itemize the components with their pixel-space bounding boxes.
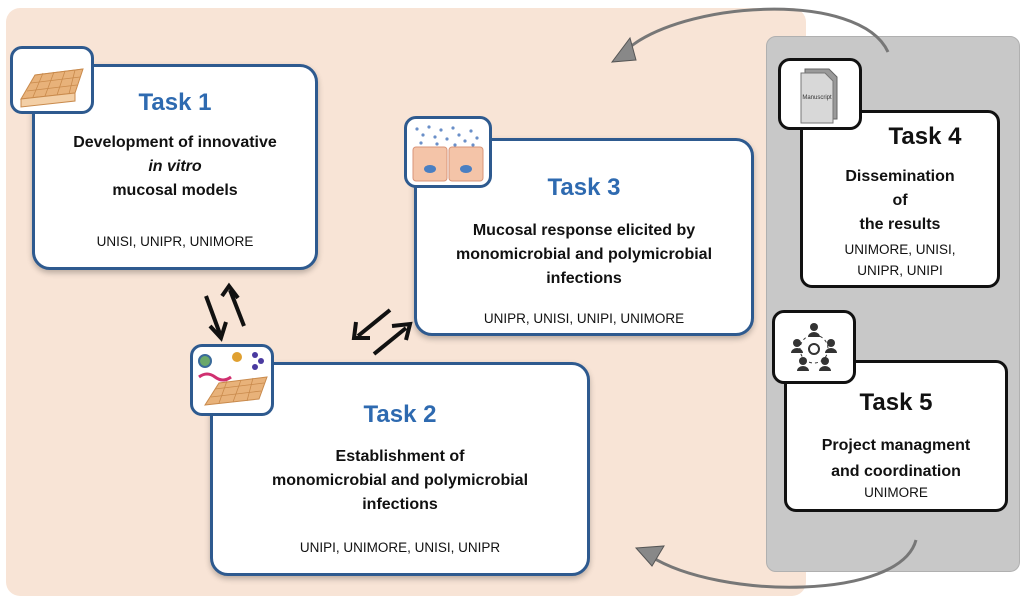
- task-4-partners: UNIMORE, UNISI, UNIPR, UNIPI: [803, 239, 997, 281]
- task-3-desc-line: Mucosal response elicited by: [472, 222, 696, 239]
- task-4-desc-line: the results: [859, 216, 941, 233]
- epithelium-tissue-icon: [20, 68, 84, 108]
- task-3-cell-thumbnail: [404, 116, 492, 188]
- task-3-desc-line: infections: [546, 270, 622, 287]
- task-1-desc-line: mucosal models: [112, 182, 238, 199]
- task-2-description: Establishment of monomicrobial and polym…: [213, 445, 587, 517]
- task-5-desc-line: and coordination: [831, 463, 961, 480]
- arrowhead-bottom: [634, 545, 665, 567]
- task-5-description: Project managment and coordination: [787, 433, 1005, 485]
- task-5-partners: UNIMORE: [864, 485, 928, 500]
- task-4-desc-line: of: [892, 192, 908, 209]
- arrowhead-top: [610, 36, 637, 63]
- task-1-description: Development of innovative in vitro mucos…: [35, 131, 315, 203]
- task-4-document-thumbnail: Manuscript: [778, 58, 862, 130]
- task-3-desc-line: monomicrobial and polymicrobial: [455, 246, 713, 263]
- manuscript-icon: Manuscript: [800, 68, 838, 124]
- task-5-title: Task 5: [859, 389, 933, 416]
- mucosal-cells-icon: [412, 125, 484, 182]
- bidirectional-arrow-t1-t2: [204, 282, 246, 342]
- task-5-desc-line: Project managment: [821, 437, 971, 454]
- task-1-partners: UNISI, UNIPR, UNIMORE: [96, 234, 254, 249]
- task-3-title: Task 3: [547, 174, 621, 201]
- task-4-desc-line: Dissemination: [845, 168, 955, 185]
- task-3-description: Mucosal response elicited by monomicrobi…: [417, 219, 751, 291]
- task-2-desc-line: monomicrobial and polymicrobial: [271, 472, 529, 489]
- bidirectional-arrow-t2-t3: [351, 308, 413, 356]
- task-1-title: Task 1: [138, 89, 212, 116]
- task-2-title: Task 2: [363, 401, 437, 428]
- infected-tissue-icon: [198, 352, 268, 406]
- task-5-team-thumbnail: [772, 310, 856, 384]
- manuscript-label: Manuscript: [802, 95, 832, 101]
- task-4-title: Task 4: [888, 123, 962, 150]
- task-2-desc-line: infections: [362, 496, 438, 513]
- task-2-partners: UNIPI, UNIMORE, UNISI, UNIPR: [299, 540, 501, 555]
- task-4-partners-line: UNIMORE, UNISI,: [844, 242, 956, 257]
- curved-arrow-bottom: [649, 539, 918, 589]
- task-3-partners: UNIPR, UNISI, UNIPI, UNIMORE: [483, 311, 685, 326]
- task-2-infection-thumbnail: [190, 344, 274, 416]
- task-4-description: Dissemination of the results: [803, 165, 997, 237]
- task-4-partners-line: UNIPR, UNIPI: [857, 263, 943, 278]
- task-5-box: Task 5 Project managment and coordinatio…: [784, 360, 1008, 512]
- task-1-box: Task 1 Development of innovative in vitr…: [32, 64, 318, 270]
- task-1-tissue-thumbnail: [10, 46, 94, 114]
- team-coordination-icon: [791, 323, 837, 371]
- curved-arrow-top: [622, 7, 890, 54]
- task-2-desc-line: Establishment of: [335, 448, 465, 465]
- task-1-desc-italic: in vitro: [148, 158, 202, 175]
- task-4-box: Task 4 Dissemination of the results UNIM…: [800, 110, 1000, 288]
- task-1-desc-line: Development of innovative: [73, 134, 277, 151]
